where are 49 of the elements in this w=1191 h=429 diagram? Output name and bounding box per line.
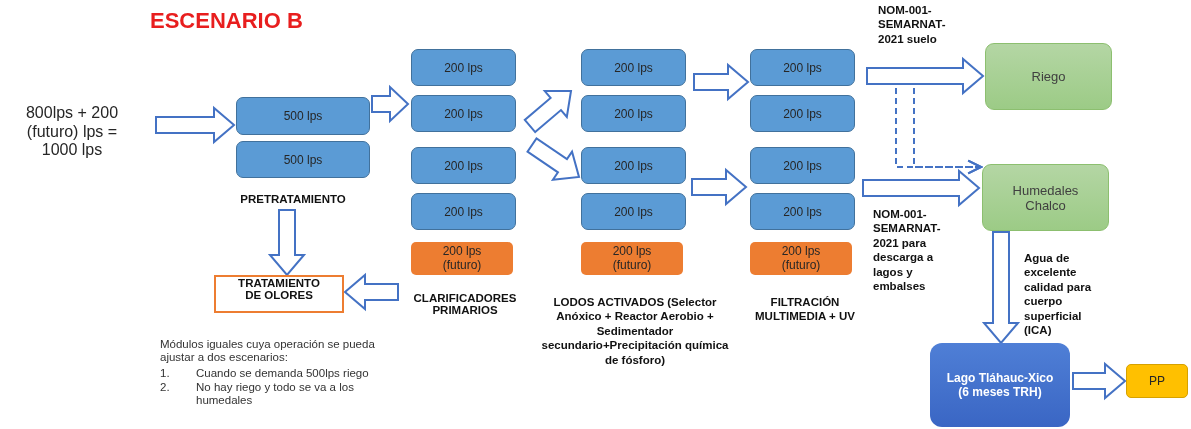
destination-box: Riego xyxy=(985,43,1112,110)
destination-box: Humedales Chalco xyxy=(982,164,1109,231)
annotation-text: NOM-001-SEMARNAT-2021 para descarga a lagos y embalses xyxy=(873,207,942,294)
block-arrow xyxy=(866,56,985,96)
process-box: 200 lps xyxy=(750,147,855,184)
process-box: 200 lps xyxy=(411,49,516,86)
future-module-box: 200 lps (futuro) xyxy=(750,242,852,275)
stage-label: FILTRACIÓN MULTIMEDIA + UV xyxy=(754,295,856,324)
block-arrow xyxy=(862,168,981,208)
process-box: 200 lps xyxy=(750,193,855,230)
stage-label: CLARIFICADORES PRIMARIOS xyxy=(398,288,532,320)
annotation-text: Agua de excelente calidad para cuerpo superficial (ICA) xyxy=(1024,251,1093,338)
process-box: 200 lps xyxy=(750,49,855,86)
process-box: 200 lps xyxy=(581,95,686,132)
list-number: 2. xyxy=(160,381,171,395)
block-arrow xyxy=(691,167,748,207)
input-text: 800lps + 200 (futuro) lps = 1000 lps xyxy=(8,103,136,161)
process-box: TRATAMIENTO DE OLORES xyxy=(214,275,344,313)
stage-label: LODOS ACTIVADOS (Selector Anóxico + Reactor Aerobio + Sedimentador secundario+Precipitación química de fósforo) xyxy=(540,295,730,367)
block-arrow xyxy=(1072,361,1127,401)
future-module-box: 200 lps (futuro) xyxy=(581,242,683,275)
block-arrow xyxy=(523,90,573,134)
block-arrow xyxy=(267,209,307,277)
note-text: Cuando se demanda 500lps riego xyxy=(196,367,370,381)
process-box: 200 lps xyxy=(581,49,686,86)
block-arrow xyxy=(343,272,399,312)
process-box: 500 lps xyxy=(236,141,370,178)
block-arrow xyxy=(371,84,410,124)
process-box: 200 lps xyxy=(411,95,516,132)
list-number: 1. xyxy=(160,367,171,381)
process-box: 200 lps xyxy=(581,193,686,230)
dashed-arrow xyxy=(913,87,983,175)
stage-label: PRETRATAMIENTO xyxy=(222,190,364,208)
block-arrow xyxy=(526,137,581,182)
note-text: No hay riego y todo se va a los humedales xyxy=(196,381,355,408)
block-arrow xyxy=(981,231,1021,345)
note-text: Módulos iguales cuya operación se pueda ajustar a dos escenarios: xyxy=(160,338,376,365)
process-box: 500 lps xyxy=(236,97,370,135)
process-box: 200 lps xyxy=(581,147,686,184)
block-arrow xyxy=(155,105,236,145)
process-box: 200 lps xyxy=(411,147,516,184)
process-box: 200 lps xyxy=(411,193,516,230)
lake-box: Lago Tláhauc-Xico (6 meses TRH) xyxy=(930,343,1070,427)
process-box: PP xyxy=(1126,364,1188,398)
block-arrow xyxy=(693,62,750,102)
process-box: 200 lps xyxy=(750,95,855,132)
title: ESCENARIO B xyxy=(150,8,303,34)
future-module-box: 200 lps (futuro) xyxy=(411,242,513,275)
annotation-text: NOM-001-SEMARNAT-2021 suelo xyxy=(878,3,947,47)
